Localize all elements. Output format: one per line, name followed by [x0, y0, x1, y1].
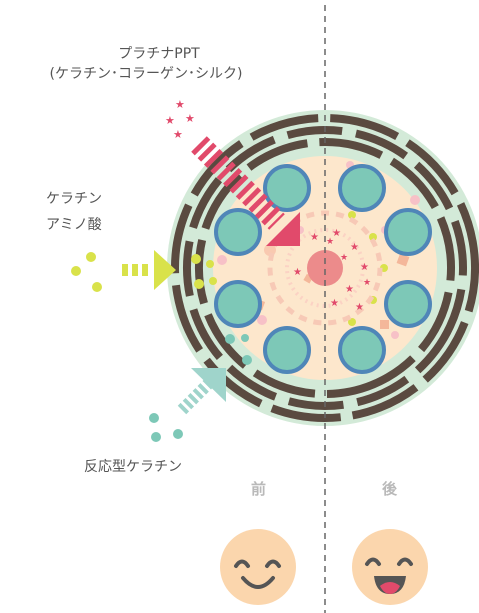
hair-medulla: [307, 250, 343, 286]
svg-text:★: ★: [175, 98, 185, 111]
svg-text:★: ★: [355, 302, 364, 313]
svg-text:★: ★: [293, 267, 302, 278]
reactive-keratin-label: 反応型ケラチン: [84, 459, 182, 475]
reactive-keratin-arrow-icon: [177, 368, 226, 415]
svg-text:★: ★: [173, 128, 183, 141]
svg-text:★: ★: [332, 228, 341, 239]
platina-arrow-icon: [191, 136, 300, 246]
before-smile-face-icon: [220, 529, 296, 605]
svg-text:★: ★: [350, 242, 359, 253]
svg-text:★: ★: [360, 262, 369, 273]
svg-text:★: ★: [340, 253, 348, 263]
after-label: 後: [382, 480, 398, 498]
platina-label-line1: プラチナPPT: [118, 46, 200, 62]
svg-text:★: ★: [330, 298, 339, 309]
cortex-ring: [267, 210, 383, 326]
keratin-amino-dots-inside: [191, 254, 217, 289]
reactive-keratin-dots-inside: [225, 334, 252, 365]
after-happy-face-icon: [352, 529, 428, 605]
reactive-keratin-dots-outside: [149, 413, 183, 442]
hair-cuticle-rings: [171, 114, 479, 422]
hair-cells: [214, 164, 432, 374]
keratin-amino-label-line2: アミノ酸: [46, 217, 102, 233]
svg-text:★: ★: [345, 284, 354, 295]
medulla-ring: [285, 228, 365, 308]
keratin-amino-arrow-icon: [122, 250, 176, 290]
before-label: 前: [251, 480, 267, 498]
svg-text:★: ★: [165, 114, 175, 127]
keratin-amino-label-line1: ケラチン: [46, 191, 102, 207]
platina-stars-inside: ★ ★ ★ ★ ★ ★ ★ ★ ★ ★ ★: [293, 228, 371, 313]
svg-text:★: ★: [326, 237, 334, 247]
platina-label-line2: (ケラチン･コラーゲン･シルク): [49, 66, 243, 82]
svg-text:★: ★: [310, 232, 319, 243]
svg-text:★: ★: [363, 278, 371, 288]
keratin-amino-dots-outside: [71, 252, 102, 292]
platina-stars-outside: ★ ★ ★ ★: [165, 98, 195, 141]
svg-text:★: ★: [185, 112, 195, 125]
